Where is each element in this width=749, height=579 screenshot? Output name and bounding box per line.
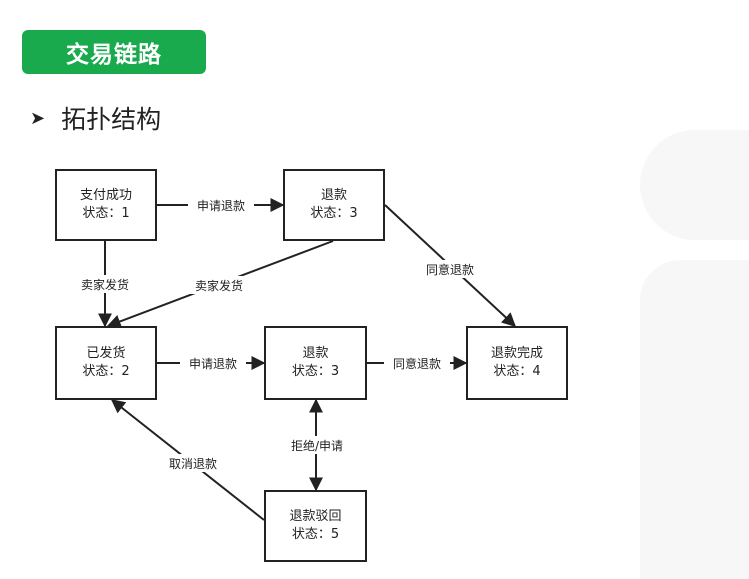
node-status: 状态：5: [291, 527, 340, 542]
node-status: 状态：3: [310, 206, 358, 221]
node-status: 状态：1: [82, 206, 130, 221]
node-refund-complete: 退款完成 状态：4: [466, 326, 568, 400]
edge-label-refund-reject-toggle: 拒绝/申请: [291, 438, 343, 453]
edge-label-refund-to-shipped: 卖家发货: [195, 278, 243, 293]
node-name: 退款驳回: [289, 509, 342, 524]
node-status: 状态：3: [291, 364, 340, 379]
background-decoration: [640, 260, 749, 579]
node-status: 状态：2: [82, 364, 130, 379]
node-name: 退款完成: [490, 346, 543, 361]
node-name: 已发货: [86, 346, 126, 361]
node-shipped: 已发货 状态：2: [55, 326, 157, 400]
node-refund-after-shipped: 退款 状态：3: [264, 326, 367, 400]
edge-label-paid-to-refund: 申请退款: [197, 199, 245, 213]
subtitle: ➤ 拓扑结构: [30, 100, 161, 136]
edge-label-refund-to-done: 同意退款: [426, 262, 474, 277]
node-payment-success: 支付成功 状态：1: [55, 169, 157, 241]
node-refund-pending: 退款 状态：3: [283, 169, 385, 241]
subtitle-text: 拓扑结构: [61, 105, 162, 134]
node-refund-rejected: 退款驳回 状态：5: [264, 490, 367, 562]
edge-label-refund-mid-to-done: 同意退款: [393, 356, 441, 371]
edge-label-rejected-to-shipped: 取消退款: [169, 457, 217, 471]
node-name: 支付成功: [79, 188, 132, 203]
node-name: 退款: [320, 188, 347, 203]
background-decoration: [640, 130, 749, 240]
node-name: 退款: [302, 346, 329, 361]
arrow-bullet-icon: ➤: [30, 107, 46, 129]
section-title-badge: 交易链路: [22, 30, 206, 74]
edge-label-shipped-to-refund: 申请退款: [189, 357, 237, 371]
edge-label-paid-to-shipped: 卖家发货: [81, 277, 129, 292]
node-status: 状态：4: [493, 364, 541, 379]
